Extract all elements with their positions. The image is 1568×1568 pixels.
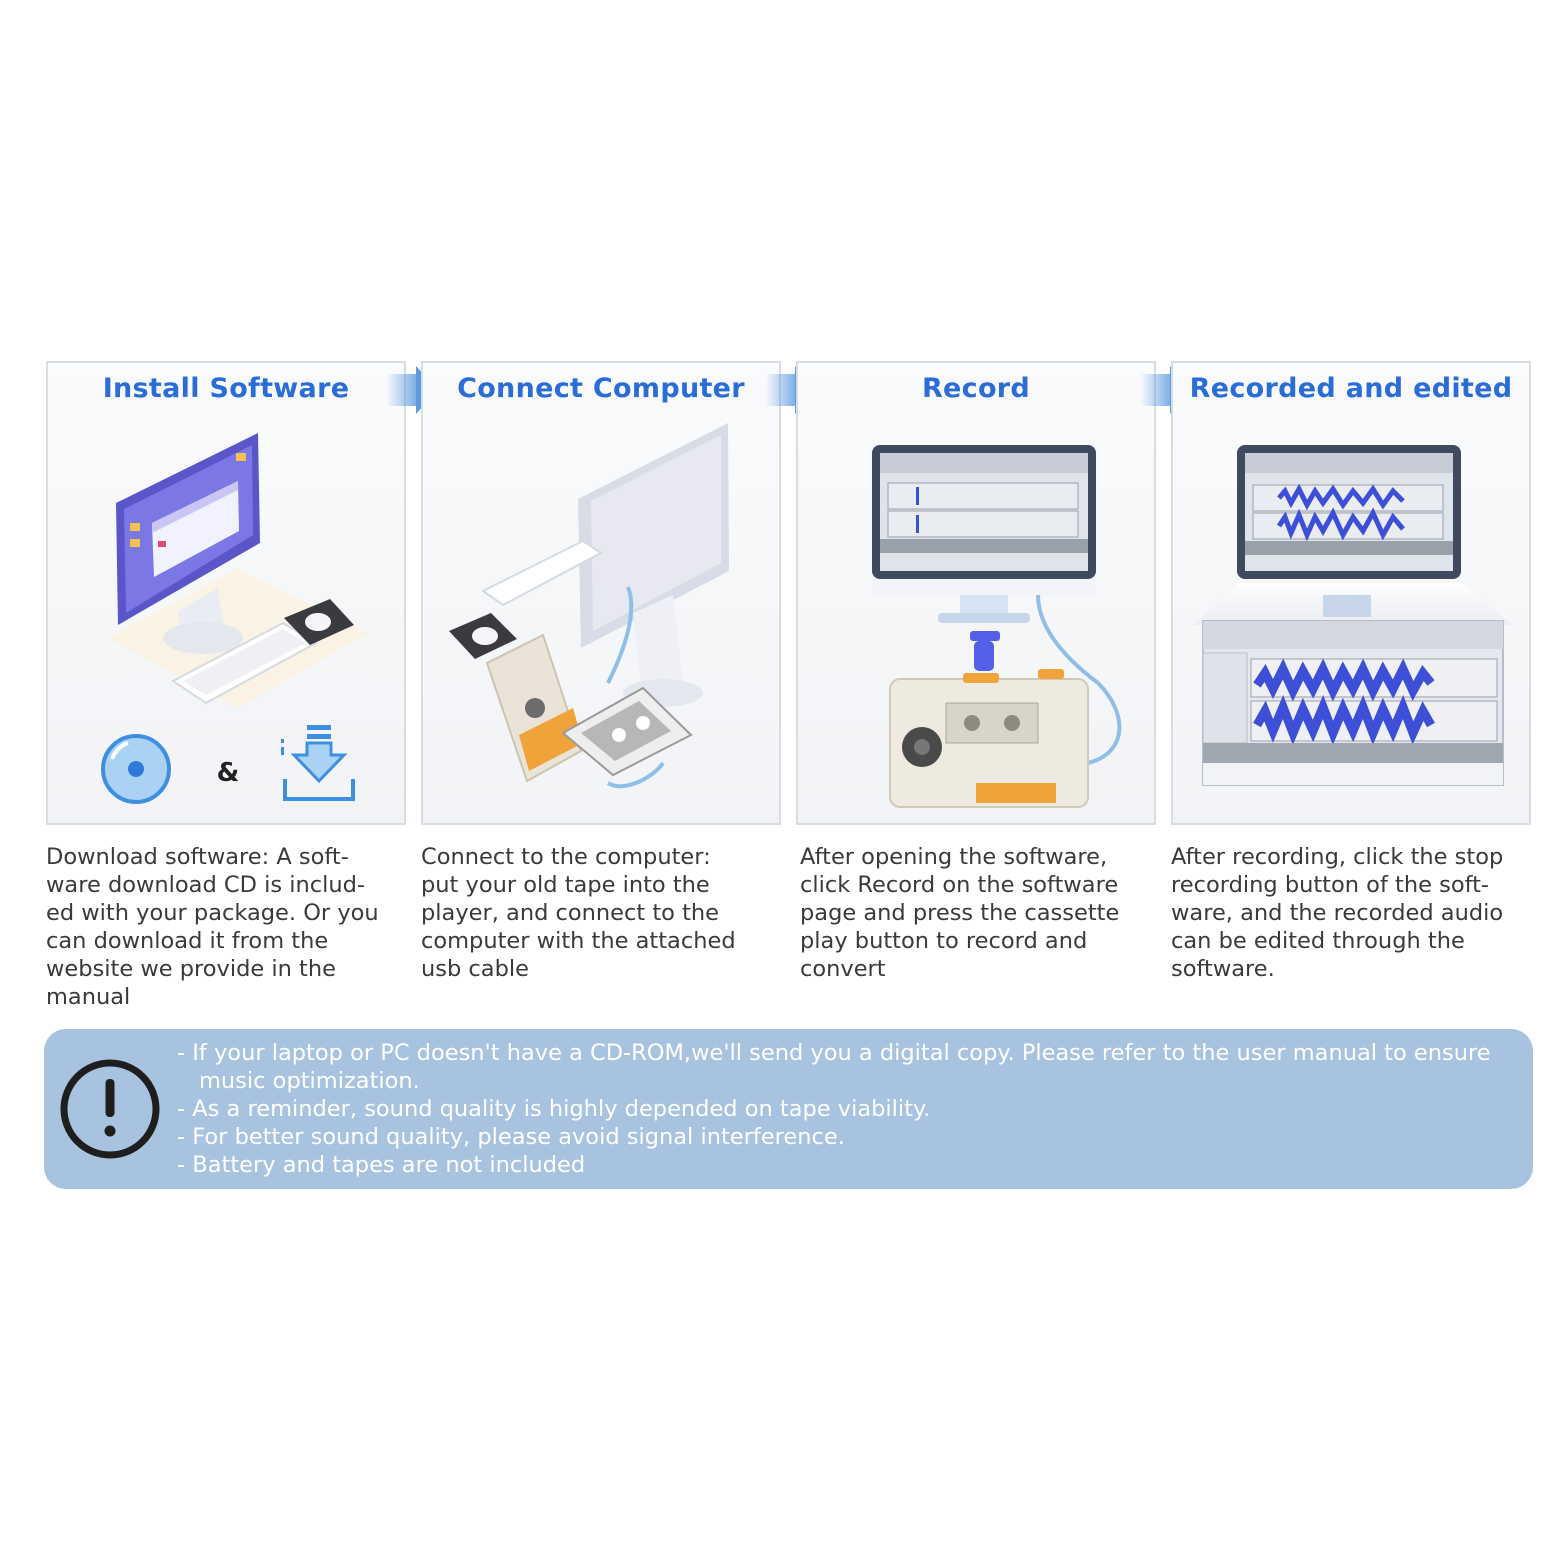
step-title: Install Software — [102, 373, 350, 404]
step-description: After recording, click the stop recordin… — [1171, 844, 1504, 982]
notice-line: Battery and tapes are not included — [177, 1151, 1517, 1179]
step-description: Connect to the computer: put your old ta… — [421, 844, 736, 982]
step-title: Recorded and edited — [1189, 373, 1513, 404]
connect-illustration — [449, 423, 729, 789]
step-panel-install: Install Software — [46, 361, 406, 825]
notice-line: As a reminder, sound quality is highly d… — [177, 1095, 1517, 1123]
download-icon — [281, 725, 355, 801]
install-illustration: & — [101, 433, 368, 804]
hand-pointer-icon — [970, 631, 1000, 671]
cassette-player-icon — [889, 669, 1089, 808]
audio-editor-window — [1202, 620, 1504, 786]
notice-line: For better sound quality, please avoid s… — [177, 1123, 1517, 1151]
keyboard-icon — [171, 621, 319, 705]
step-title: Record — [921, 373, 1031, 404]
exclamation-circle-icon — [60, 1059, 160, 1159]
step-description: Download software: A soft- ware download… — [46, 844, 379, 1010]
monitor-icon — [578, 423, 729, 707]
recorded-illustration — [1193, 445, 1513, 786]
monitor-icon — [872, 445, 1096, 623]
cd-icon — [101, 734, 171, 804]
step-panel-record: Record — [796, 361, 1156, 825]
record-illustration — [872, 445, 1122, 808]
mouse-pad-icon — [284, 599, 354, 645]
keyboard-icon — [481, 539, 603, 607]
step-panel-recorded: Recorded and edited — [1171, 361, 1531, 825]
step-description: After opening the software, click Record… — [800, 844, 1120, 982]
notice-box: If your laptop or PC doesn't have a CD-R… — [44, 1029, 1533, 1189]
cassette-player-icon — [485, 633, 693, 783]
monitor-icon — [116, 433, 260, 654]
notice-line: If your laptop or PC doesn't have a CD-R… — [177, 1039, 1517, 1095]
step-panel-connect: Connect Computer — [421, 361, 781, 825]
monitor-icon — [1237, 445, 1461, 617]
notice-lines: If your laptop or PC doesn't have a CD-R… — [177, 1039, 1517, 1179]
step-title: Connect Computer — [457, 373, 745, 404]
mouse-pad-icon — [449, 613, 517, 659]
ampersand: & — [217, 758, 240, 788]
